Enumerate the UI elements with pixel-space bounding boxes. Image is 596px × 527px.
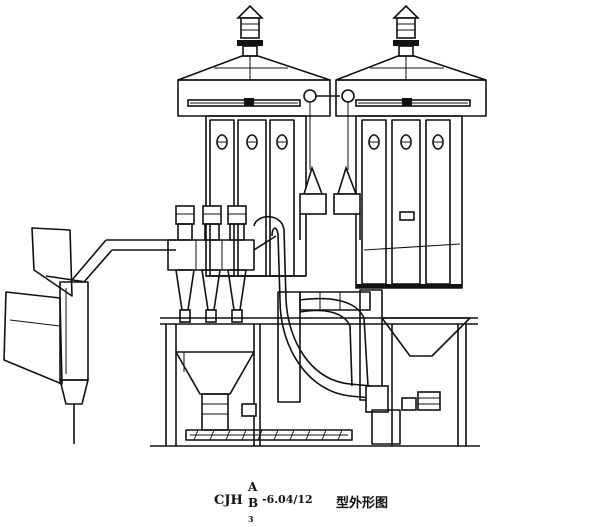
drying-pipe [253,215,389,413]
model-spec: -6.04/12 [262,493,313,506]
model-variant-a: A [248,480,258,494]
left-vent-cap [236,4,264,57]
inlet-duct [71,239,176,283]
cyclone-bank [167,205,277,323]
inclined-chute [3,227,89,444]
right-filter-housing [335,55,487,289]
connecting-duct [299,95,361,240]
model-variant-b-subscript: 3 [248,514,254,524]
left-filter-housing [177,55,331,277]
right-vent-cap [392,4,420,57]
drawing-title: 型外形图 [336,496,389,511]
equipment-outline-drawing [3,4,487,447]
model-variant-b-letter: B [248,496,259,510]
model-prefix: CJH [214,493,243,508]
support-frame [150,317,480,447]
